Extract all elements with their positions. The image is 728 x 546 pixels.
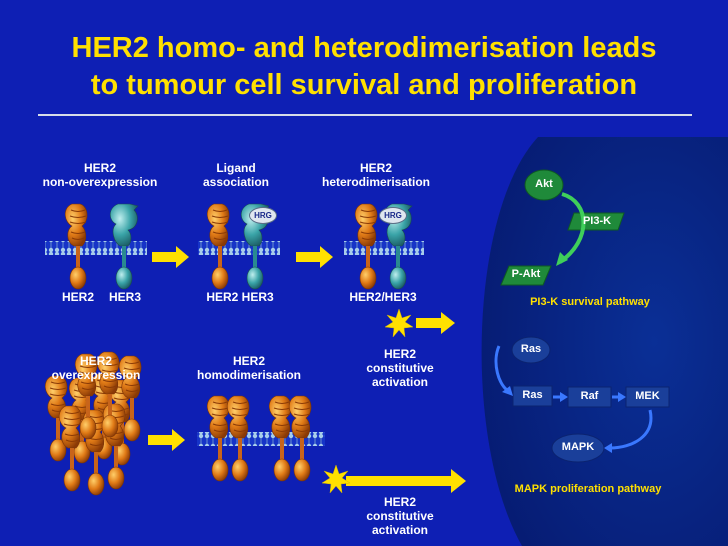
pathway-panel [481, 137, 728, 546]
mapk-label: MAPK [561, 441, 595, 453]
ras-label: Ras [520, 343, 542, 355]
mek-to-mapk-arrow [609, 409, 653, 450]
activation-burst [321, 464, 351, 494]
pi3k-arrow [558, 192, 586, 264]
stage-label-overexpression: HER2 overexpression [51, 354, 141, 382]
pakt-label: P-Akt [511, 268, 541, 280]
flow-arrows [148, 246, 466, 493]
raf-label: Raf [580, 390, 599, 402]
membrane-segment [197, 432, 325, 446]
akt-label: Akt [535, 178, 553, 190]
mapk-pathway-caption: MAPK proliferation pathway [514, 483, 662, 495]
stage-label-ligand-association: Ligand association [202, 161, 270, 189]
activation-burst [384, 308, 414, 338]
membrane-segment [45, 241, 147, 255]
receptor-label-her2-slash-her3: HER2/HER3 [349, 290, 417, 304]
receptor-label-her3: HER3 [108, 290, 141, 304]
pi3k-label: PI3-K [582, 215, 612, 227]
activation-label-bottom: HER2 constitutive activation [366, 495, 434, 537]
ras-node [511, 336, 551, 364]
membrane-segment [344, 241, 424, 255]
membrane-segment [198, 241, 280, 255]
stage-label-homodimerisation: HER2 homodimerisation [196, 354, 301, 382]
akt-node [524, 169, 564, 201]
ras-box-label: Ras [522, 389, 543, 401]
hrg-ligand: HRG [249, 207, 277, 224]
mek-label: MEK [635, 390, 660, 402]
title-line-1: HER2 homo- and heterodimerisation leads [71, 32, 657, 64]
pi3k-pathway-caption: PI3-K survival pathway [530, 296, 650, 308]
hrg-ligand: HRG [379, 207, 407, 224]
receptor-label-her2: HER2 [61, 290, 94, 304]
stage-label-non-overexpression: HER2 non-overexpression [42, 161, 158, 189]
stage-label-heterodimerisation: HER2 heterodimerisation [321, 161, 431, 189]
activation-label-top: HER2 constitutive activation [366, 347, 434, 389]
slide-title: HER2 homo- and heterodimerisation leads … [0, 30, 728, 104]
receptor-label-her2-her3: HER2 HER3 [206, 290, 274, 304]
title-line-2: to tumour cell survival and proliferatio… [90, 69, 638, 101]
pakt-node [500, 265, 552, 286]
